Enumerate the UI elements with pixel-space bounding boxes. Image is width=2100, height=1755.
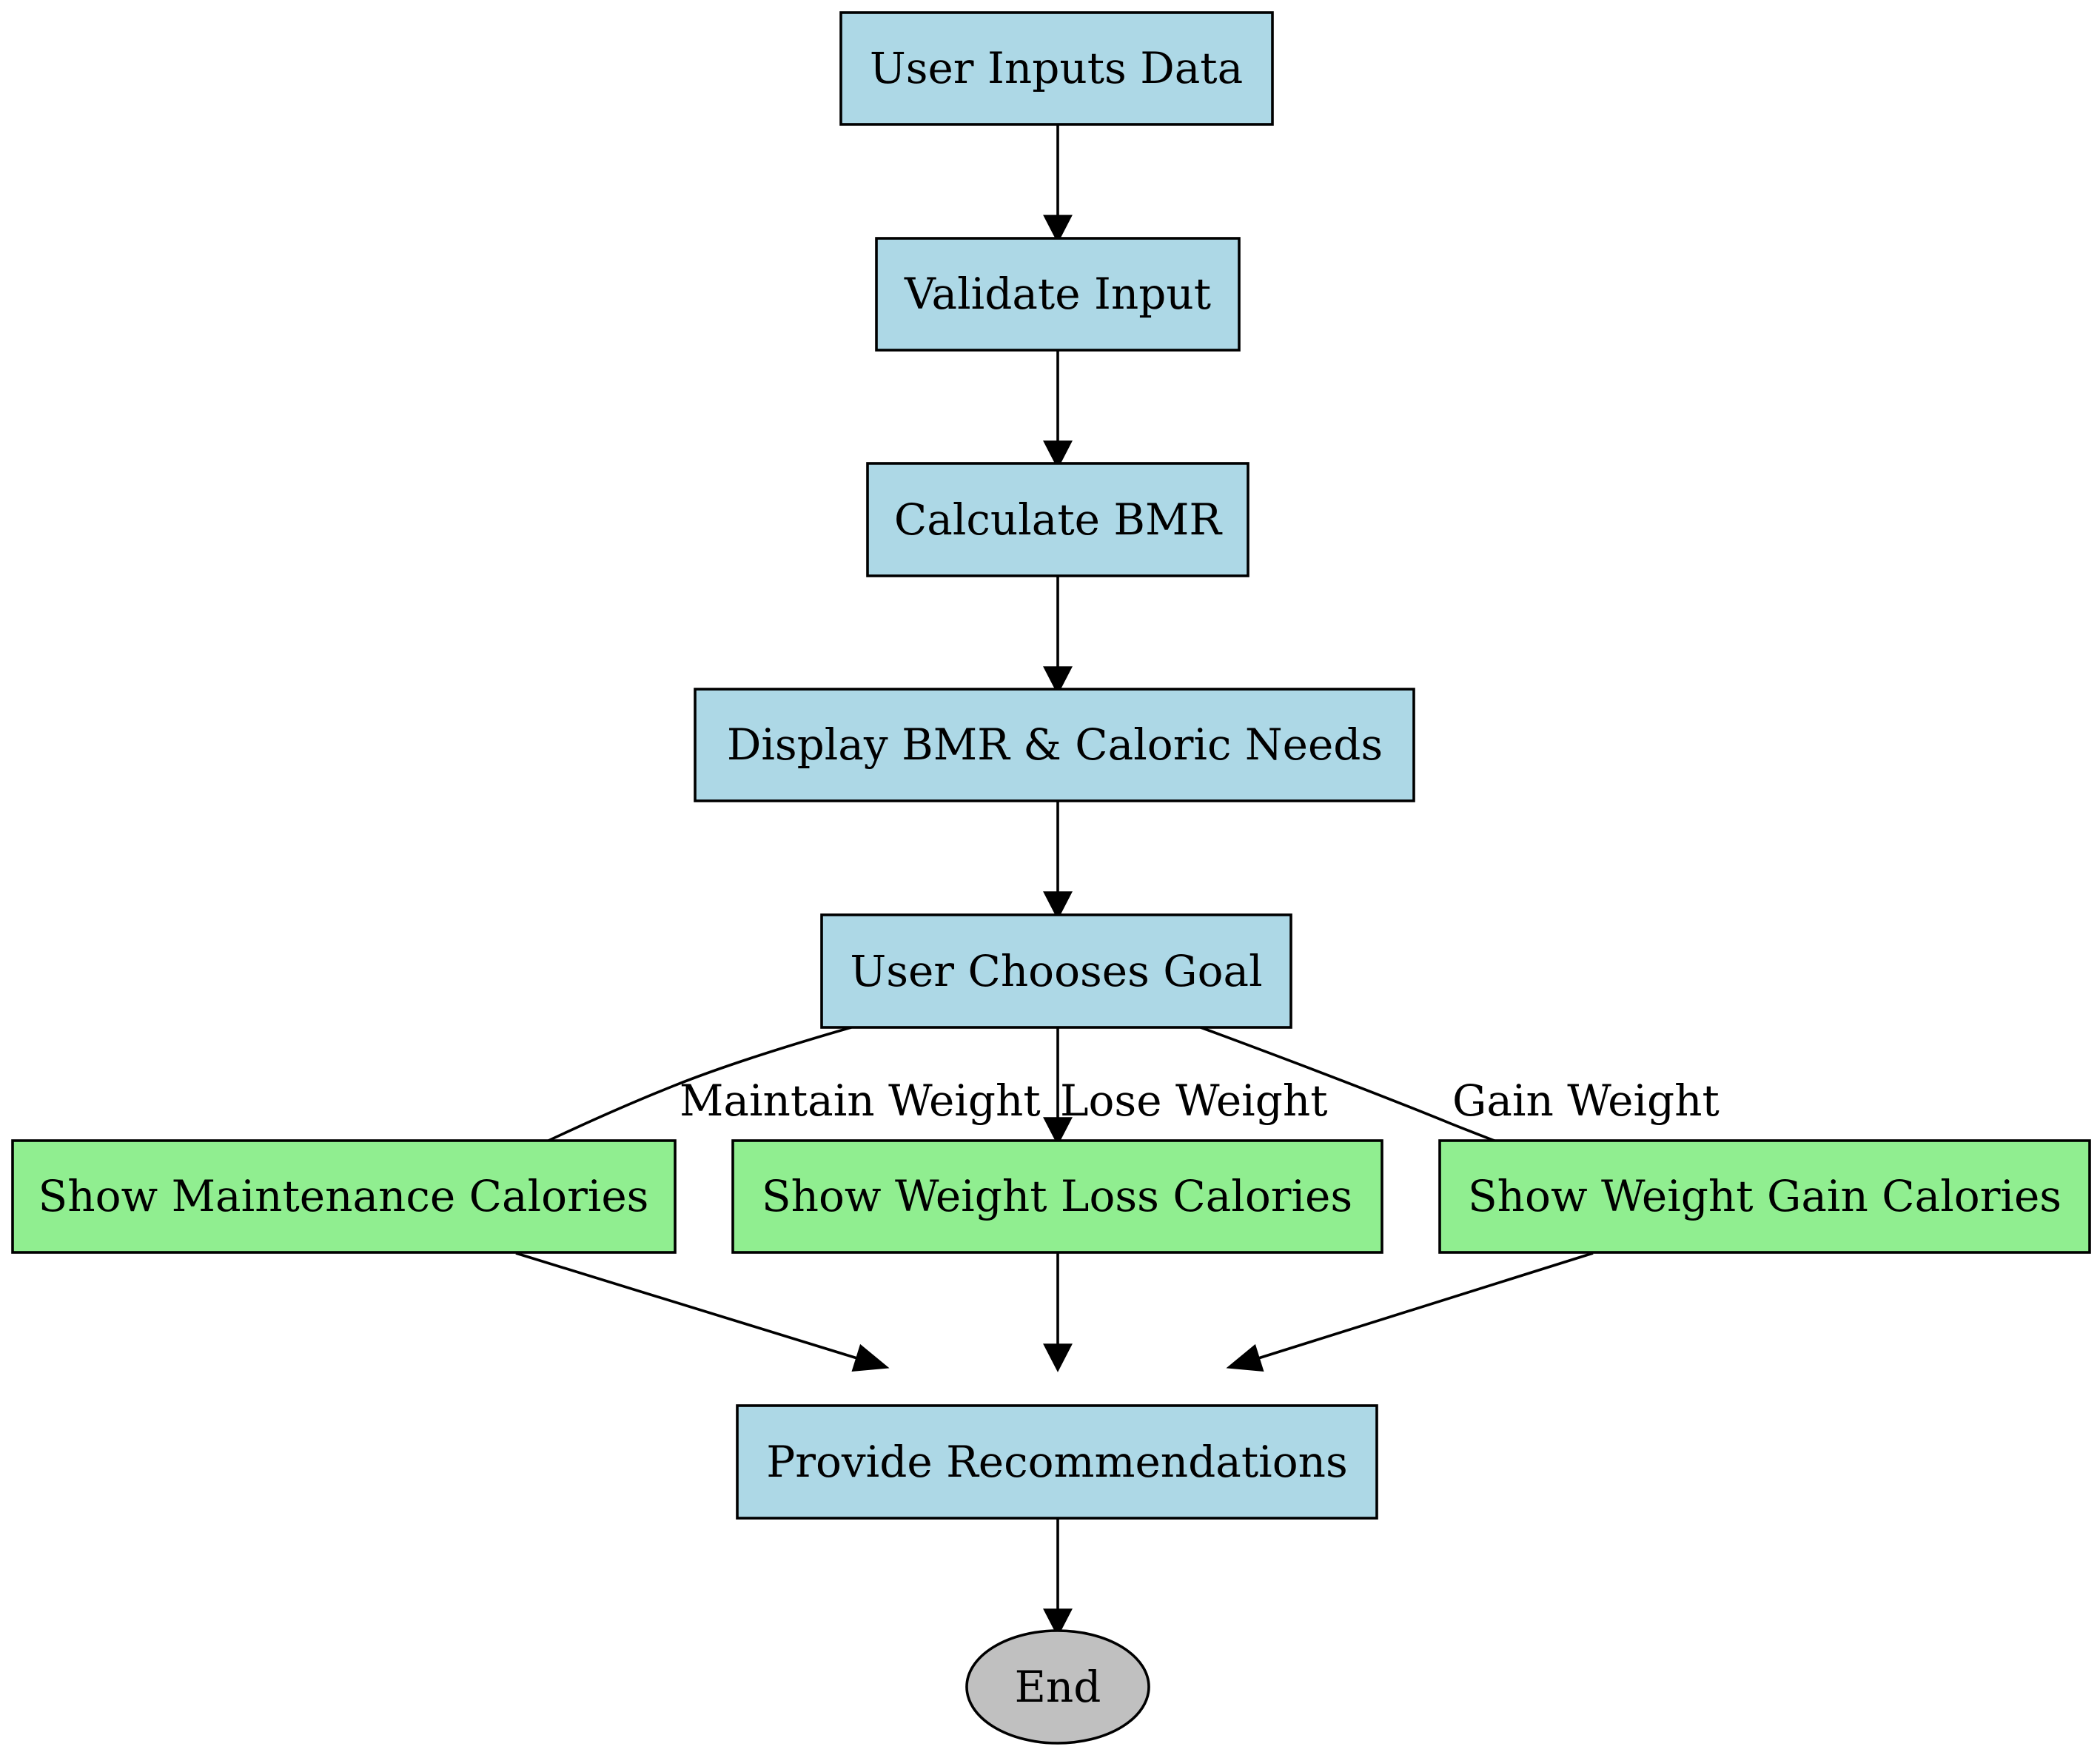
node-calculate-bmr: Calculate BMR <box>866 462 1249 577</box>
node-label: Show Weight Gain Calories <box>1468 1171 2062 1221</box>
edge-recommendations-to-end <box>1043 1518 1073 1637</box>
edge-validate-to-calculate-bmr <box>1043 350 1073 469</box>
node-label: Validate Input <box>904 269 1211 319</box>
node-label: User Chooses Goal <box>850 946 1262 996</box>
node-display-bmr-caloric-needs: Display BMR & Caloric Needs <box>694 688 1415 802</box>
edge-calculate-bmr-to-display <box>1043 576 1073 695</box>
edge-label-maintain-weight: Maintain Weight <box>680 1076 1041 1126</box>
node-show-weight-gain-calories: Show Weight Gain Calories <box>1438 1139 2091 1254</box>
edge-display-to-choose-goal <box>1043 801 1073 920</box>
edge-label-lose-weight: Lose Weight <box>1060 1076 1328 1126</box>
edge-labels: Maintain Weight Lose Weight Gain Weight <box>680 1076 1720 1126</box>
node-label: Provide Recommendations <box>766 1437 1348 1487</box>
node-show-weight-loss-calories: Show Weight Loss Calories <box>731 1139 1383 1254</box>
edge-user-inputs-to-validate <box>1043 124 1073 244</box>
node-end: End <box>965 1629 1150 1745</box>
node-provide-recommendations: Provide Recommendations <box>736 1404 1378 1520</box>
node-show-maintenance-calories: Show Maintenance Calories <box>11 1139 677 1254</box>
nodes: User Inputs Data Validate Input Calculat… <box>11 11 2091 1745</box>
node-validate-input: Validate Input <box>875 237 1241 352</box>
node-label: Show Maintenance Calories <box>38 1171 649 1221</box>
node-label: Show Weight Loss Calories <box>762 1171 1352 1221</box>
edge-choose-goal-to-weight-loss <box>1043 1027 1073 1146</box>
node-label: Display BMR & Caloric Needs <box>727 719 1383 770</box>
node-user-inputs-data: User Inputs Data <box>839 11 1274 126</box>
edge-label-gain-weight: Gain Weight <box>1452 1076 1720 1126</box>
edge-maintenance-to-recommendations <box>515 1252 890 1372</box>
node-label: User Inputs Data <box>870 43 1243 93</box>
edge-weight-gain-to-recommendations <box>1226 1252 1594 1372</box>
node-label: Calculate BMR <box>894 494 1224 545</box>
edge-weight-loss-to-recommendations <box>1043 1253 1073 1372</box>
node-user-chooses-goal: User Chooses Goal <box>820 913 1292 1029</box>
node-label: End <box>1015 1662 1101 1712</box>
